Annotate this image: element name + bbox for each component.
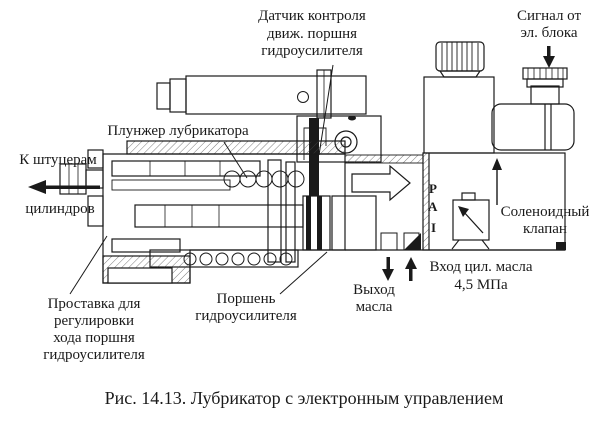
label-sensor: Датчик контроля движ. поршня гидроусилит… (258, 8, 366, 59)
oil-inlet-up-arrow-icon (405, 257, 417, 281)
signal-down-arrow-icon (543, 46, 555, 68)
label-signal: Сигнал от эл. блока (516, 8, 582, 41)
adjusting-knob-assembly (423, 41, 495, 154)
port-letter-p: P (429, 181, 437, 196)
label-cylinders: цилиндров (25, 201, 95, 217)
label-oil-outlet: Выход масла (353, 282, 395, 315)
label-oil-inlet: Вход цил. масла 4,5 МПа (429, 259, 533, 293)
sensor-body (156, 69, 367, 121)
body-top-plate (126, 140, 346, 155)
figure-caption: Рис. 14.13. Лубрикатор с электронным упр… (104, 388, 504, 408)
signal-up-arrow-icon (492, 158, 502, 170)
piston-leader (279, 251, 328, 295)
label-to-fittings: К штуцерам (19, 152, 97, 168)
label-solenoid-valve: Соленоидный клапан (500, 204, 590, 237)
electric-connector (491, 67, 575, 151)
spring-lower (183, 252, 293, 266)
to-cylinders-arrow-icon (28, 180, 100, 194)
leader-lines (69, 64, 334, 295)
port-letter-t: I (431, 220, 437, 235)
lubricator-body (59, 149, 346, 284)
sensor-rod (309, 118, 319, 196)
solenoid-valve-symbol (451, 192, 490, 250)
port-letter-a: A (428, 199, 438, 214)
oil-outlet-down-arrow-icon (382, 257, 394, 281)
spring-upper (223, 170, 305, 188)
flow-arrow-right (351, 164, 411, 202)
label-piston: Поршень гидроусилителя (195, 291, 297, 324)
label-spacer: Проставка для регулировки хода поршня ги… (43, 296, 145, 363)
label-plunger: Плунжер лубрикатора (107, 123, 249, 139)
plunger-leader (223, 141, 248, 179)
flow-arrows (28, 46, 555, 281)
sensor-leader (318, 64, 334, 156)
spacer-leader (69, 235, 108, 295)
